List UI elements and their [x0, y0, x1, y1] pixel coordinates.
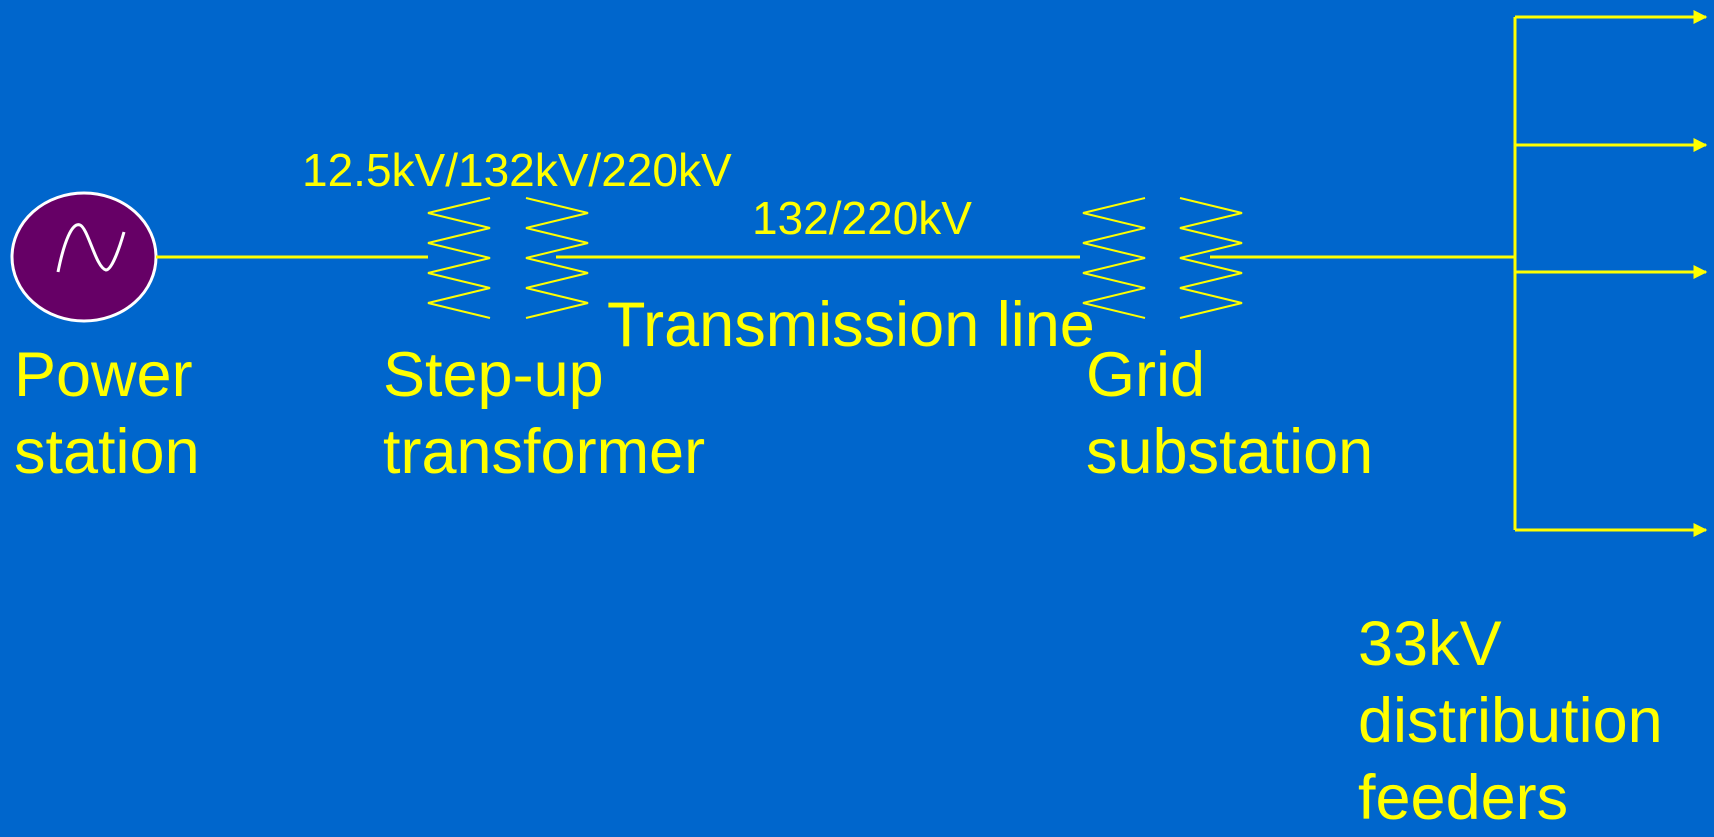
step-up-voltage-label: 12.5kV/132kV/220kV — [302, 144, 732, 196]
feeder-arrows — [1515, 10, 1708, 537]
line-voltage-label: 132/220kV — [752, 192, 972, 244]
ac-generator-icon — [10, 191, 158, 323]
grid-transformer-icon — [1082, 197, 1243, 319]
step-up-transformer-icon — [427, 197, 589, 319]
transmission-line-label: Transmission line — [607, 290, 1095, 360]
